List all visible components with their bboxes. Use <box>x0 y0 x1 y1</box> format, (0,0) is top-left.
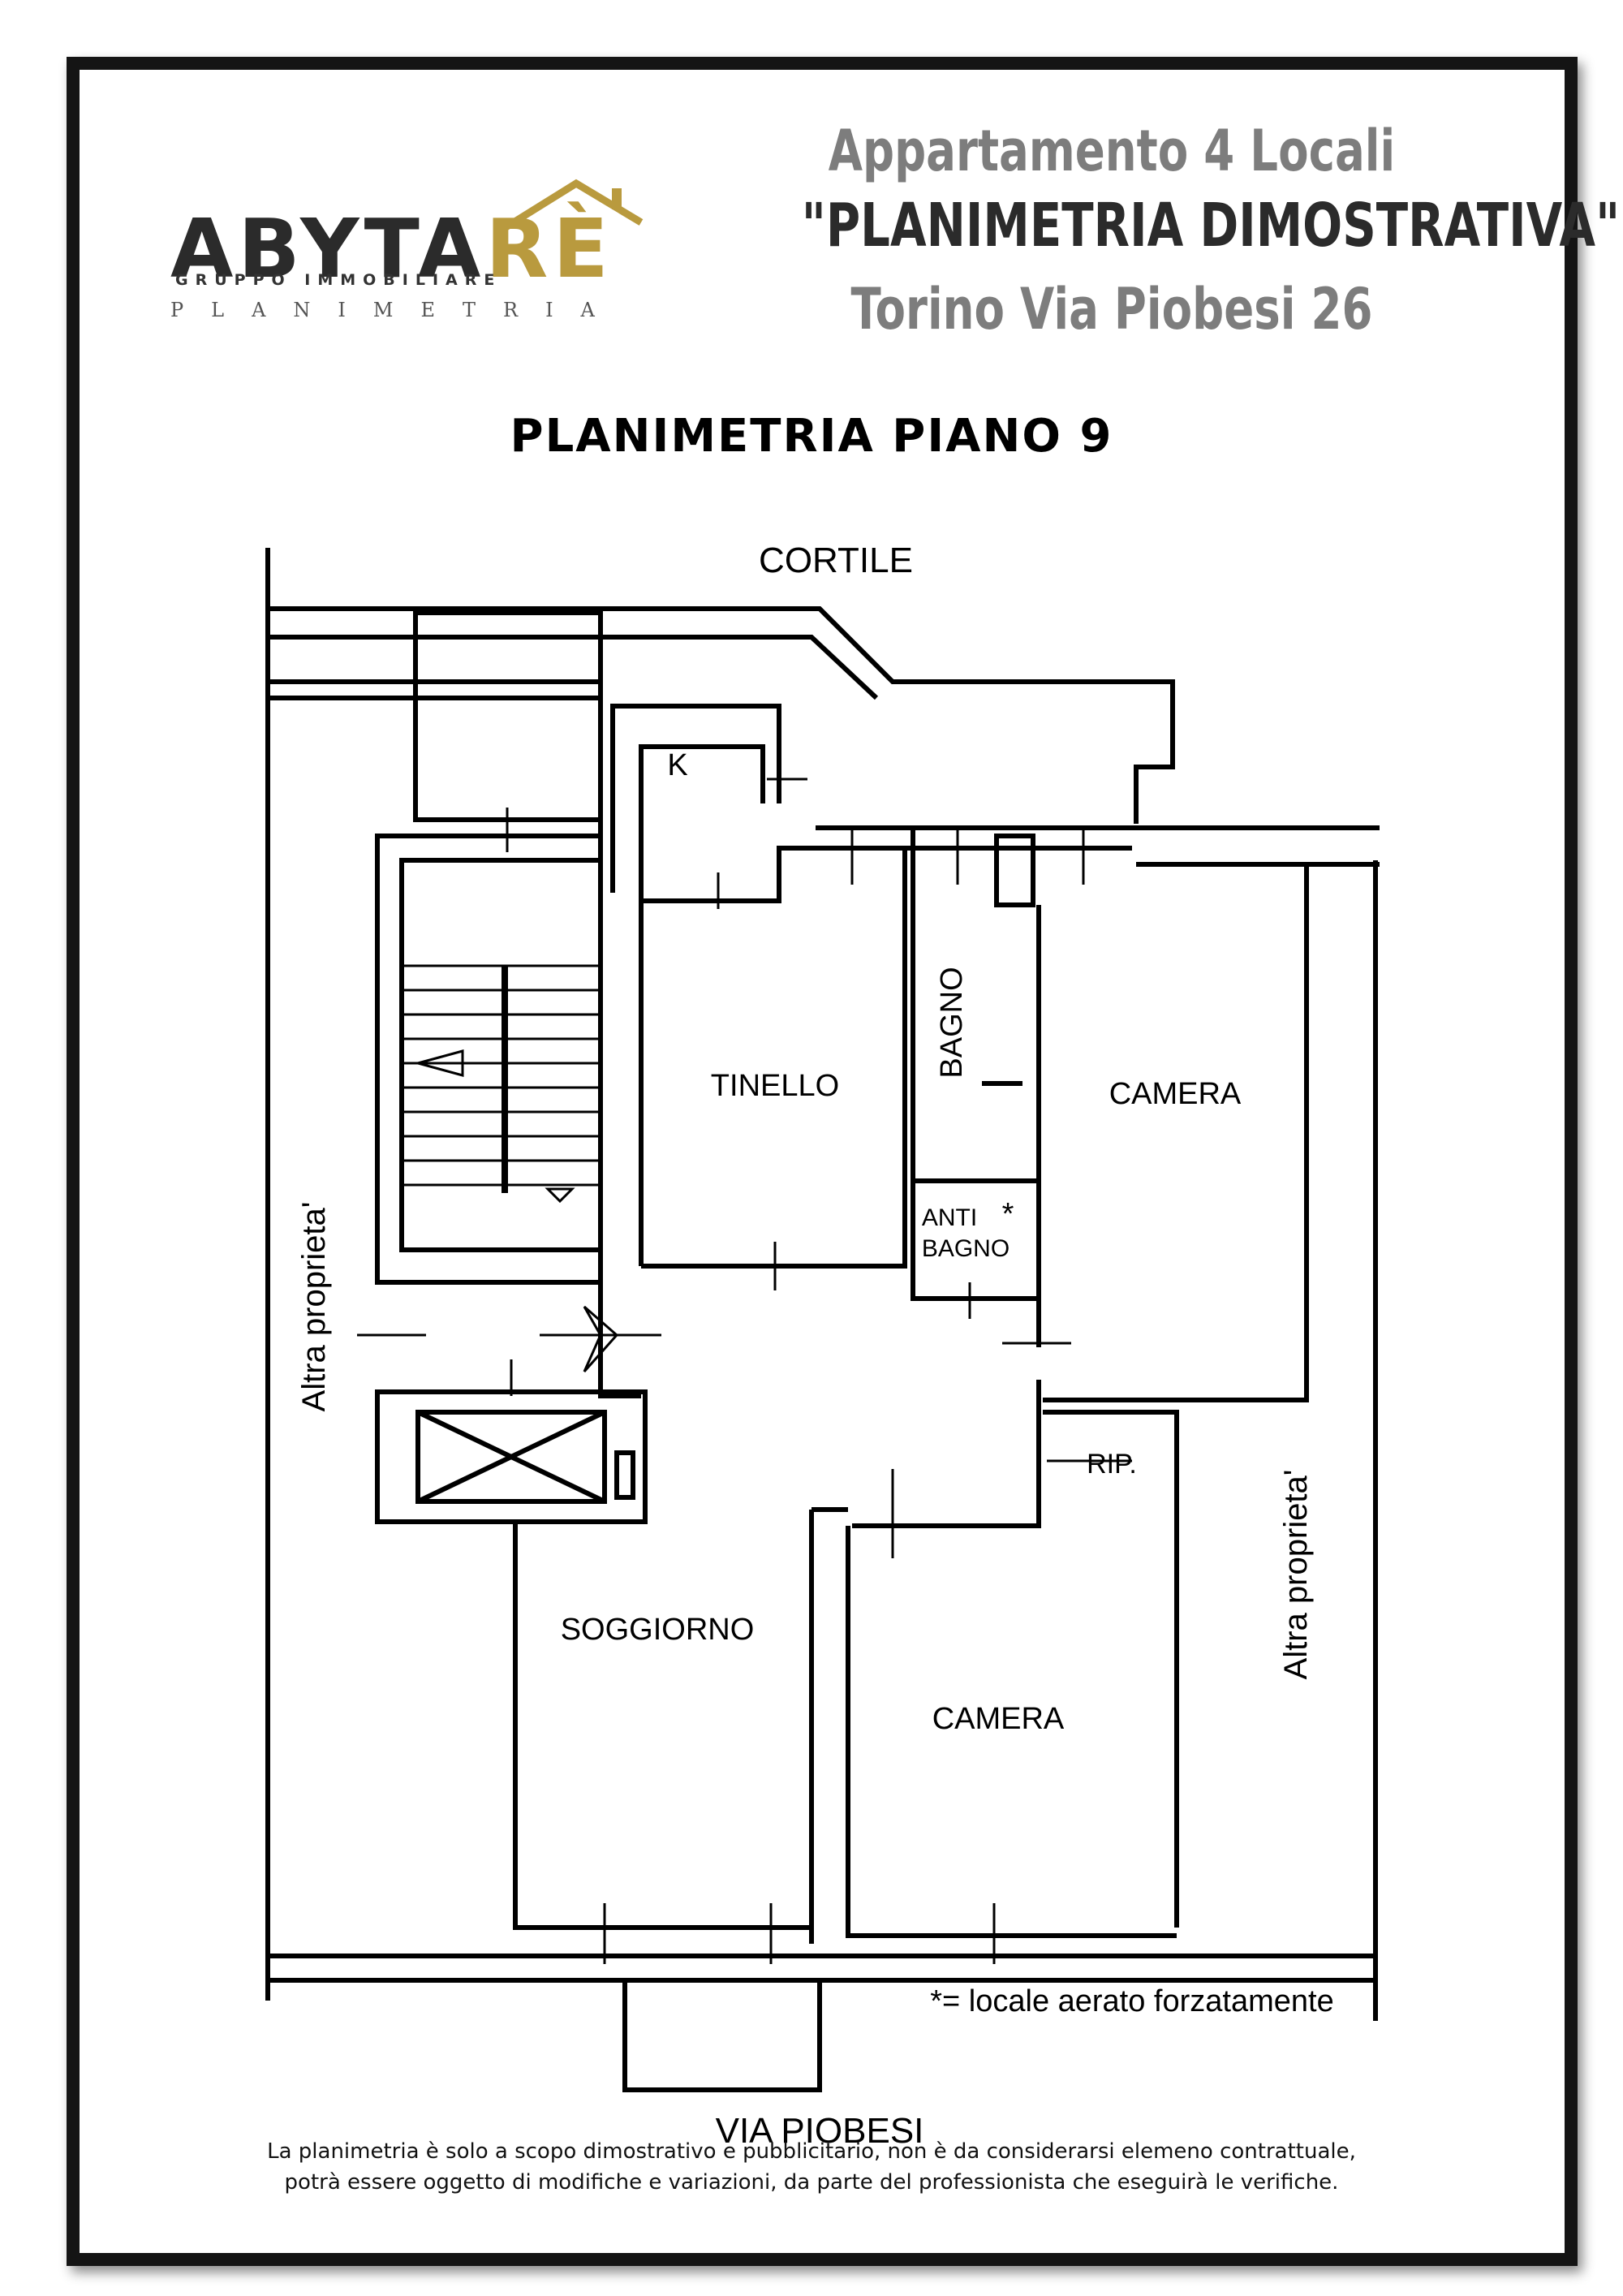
disclaimer-line2: potrà essere oggetto di modifiche e vari… <box>284 2170 1339 2195</box>
balcony <box>622 1980 822 2092</box>
label-living: SOGGIORNO <box>561 1613 755 1647</box>
label-neighbor-left: Altra proprieta' <box>296 1202 332 1412</box>
wall-upper-block <box>413 610 603 822</box>
company-logo: ABYTARÈ GRUPPO IMMOBILIARE PLANIMETRIA <box>170 170 657 333</box>
label-antibath-mark: * <box>1002 1197 1014 1231</box>
wall-bedroom2 <box>846 1526 1177 1938</box>
wall-courtyard-inner <box>268 635 879 700</box>
wall-staircase <box>375 834 603 1285</box>
wall-bedroom1 <box>1043 862 1309 1402</box>
label-antibath-1: ANTI <box>922 1204 977 1231</box>
header-address: Torino Via Piobesi 26 <box>850 276 1373 342</box>
logo-subtitle: GRUPPO IMMOBILIARE <box>175 271 502 289</box>
logo-tagline: PLANIMETRIA <box>170 299 622 321</box>
logo-wordmark-part1: ABY <box>170 201 364 296</box>
stair-arrow-up-icon <box>413 1049 464 1077</box>
disclaimer: La planimetria è solo a scopo dimostrati… <box>122 2136 1501 2198</box>
wall-courtyard <box>268 606 1175 824</box>
elevator-door <box>614 1450 635 1500</box>
stair-treads <box>402 964 601 1193</box>
wall-bath-left <box>911 828 1039 1301</box>
wall-kitchen <box>610 704 781 893</box>
wall-bedroom2-top <box>852 1510 1041 1528</box>
label-antibath-2: BAGNO <box>922 1235 1010 1262</box>
page-frame <box>67 57 1578 2266</box>
header-apartment-type: Appartamento 4 Locali <box>828 118 1396 184</box>
logo-wordmark: ABYTARÈ <box>170 201 613 296</box>
label-courtyard: CORTILE <box>759 541 913 580</box>
wall-living <box>513 1522 812 1930</box>
elevator-shaft <box>415 1410 607 1504</box>
label-bedroom2: CAMERA <box>932 1702 1065 1736</box>
elevator-cross-b <box>416 1410 606 1504</box>
wall-dining <box>641 846 907 1269</box>
roof-icon <box>501 179 644 232</box>
logo-wordmark-part2: TA <box>364 201 486 296</box>
logo-wordmark-part3: RÈ <box>485 201 613 296</box>
label-kitchen: K <box>667 748 687 782</box>
label-street: VIA PIOBESI <box>716 2111 924 2151</box>
floor-title: PLANIMETRIA PIANO 9 <box>510 410 1113 463</box>
label-bedroom1: CAMERA <box>1109 1077 1242 1111</box>
stair-arrow-down-icon <box>545 1187 575 1204</box>
label-storage: RIP. <box>1087 1449 1137 1480</box>
entry-arrow-icon <box>583 1305 619 1372</box>
label-neighbor-right: Altra proprieta' <box>1278 1470 1314 1680</box>
wall-bath-pillar <box>994 834 1035 907</box>
wall-central <box>598 820 641 1398</box>
label-note: *= locale aerato forzatamente <box>930 1984 1333 2018</box>
disclaimer-line1: La planimetria è solo a scopo dimostrati… <box>267 2139 1356 2164</box>
label-bath: BAGNO <box>935 967 969 1078</box>
wall-kitchen-inner <box>639 744 765 893</box>
label-dining: TINELLO <box>711 1069 839 1103</box>
door-marks <box>357 778 1132 1964</box>
